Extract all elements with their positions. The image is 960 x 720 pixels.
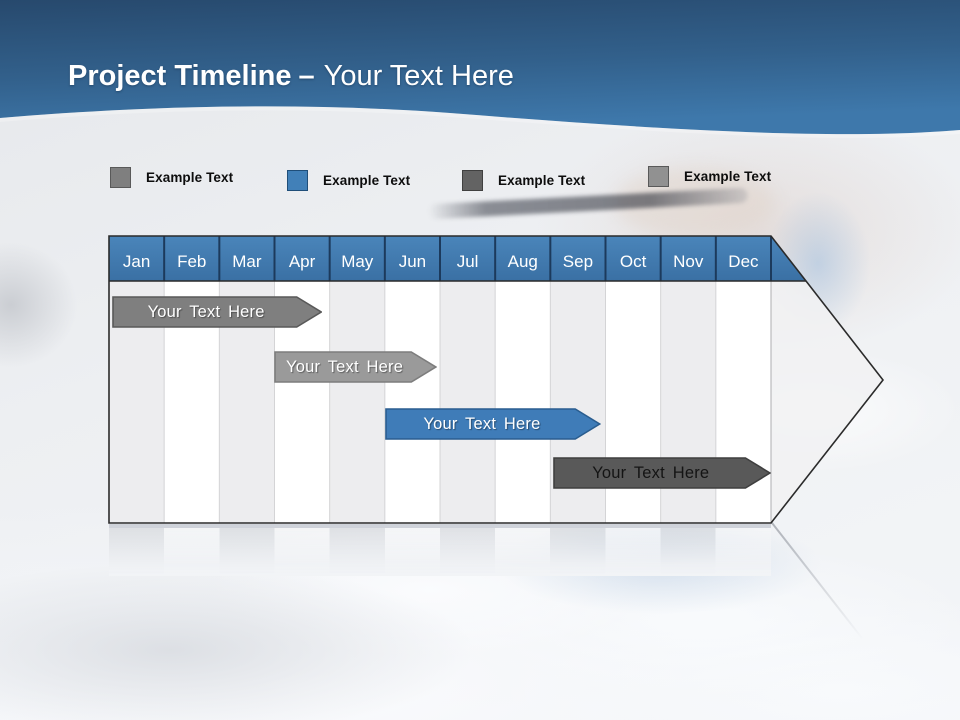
month-column — [440, 281, 496, 523]
month-column — [495, 281, 551, 523]
gantt-bar: Your Text Here — [552, 457, 771, 489]
legend-item-4: Example Text — [648, 166, 771, 187]
month-label: Aug — [508, 252, 538, 271]
month-label: Jun — [399, 252, 426, 271]
title-main: Project Timeline — [68, 60, 292, 92]
gantt-bar-label: Your Text Here — [286, 357, 404, 376]
month-label: Oct — [620, 252, 647, 271]
month-header-band — [109, 236, 806, 281]
legend-item-1: Example Text — [110, 167, 233, 188]
month-column — [384, 281, 440, 523]
month-column — [329, 281, 385, 523]
title-placeholder: Your Text Here — [323, 60, 514, 92]
legend-label: Example Text — [684, 169, 772, 184]
gantt-bar-shape — [385, 408, 602, 440]
legend-label: Example Text — [498, 173, 586, 188]
month-label: May — [341, 252, 374, 271]
legend-swatch-gray — [110, 167, 131, 188]
legend-item-3: Example Text — [462, 170, 585, 191]
legend-swatch-lightgray — [648, 166, 669, 187]
gantt-bar-label: Your Text Here — [592, 463, 710, 482]
gantt-bar-shape — [111, 296, 323, 328]
gantt-bar-shape — [552, 457, 771, 489]
legend-label: Example Text — [323, 173, 411, 188]
gantt-bar-shape — [274, 351, 438, 383]
gantt-bar-label: Your Text Here — [423, 414, 541, 433]
legend-label: Example Text — [146, 170, 234, 185]
legend-item-2: Example Text — [287, 170, 410, 191]
gantt-bar: Your Text Here — [111, 296, 323, 328]
legend-swatch-darkgray — [462, 170, 483, 191]
header-wave — [0, 0, 960, 138]
month-label: Feb — [177, 252, 206, 271]
month-label: Jul — [457, 252, 479, 271]
legend-swatch-blue — [287, 170, 308, 191]
month-label: Dec — [728, 252, 759, 271]
gantt-bar: Your Text Here — [274, 351, 438, 383]
month-label: Nov — [673, 252, 704, 271]
gantt-bar-label: Your Text Here — [147, 302, 265, 321]
table-reflection — [109, 524, 771, 576]
month-label: Mar — [232, 252, 262, 271]
month-label: Sep — [563, 252, 593, 271]
page-title: Project Timeline–Your Text Here — [68, 60, 514, 93]
month-label: Jan — [123, 252, 150, 271]
month-label: Apr — [289, 252, 316, 271]
background-photo-shoulder — [0, 235, 110, 375]
title-separator: – — [298, 60, 315, 92]
gantt-bar: Your Text Here — [385, 408, 602, 440]
